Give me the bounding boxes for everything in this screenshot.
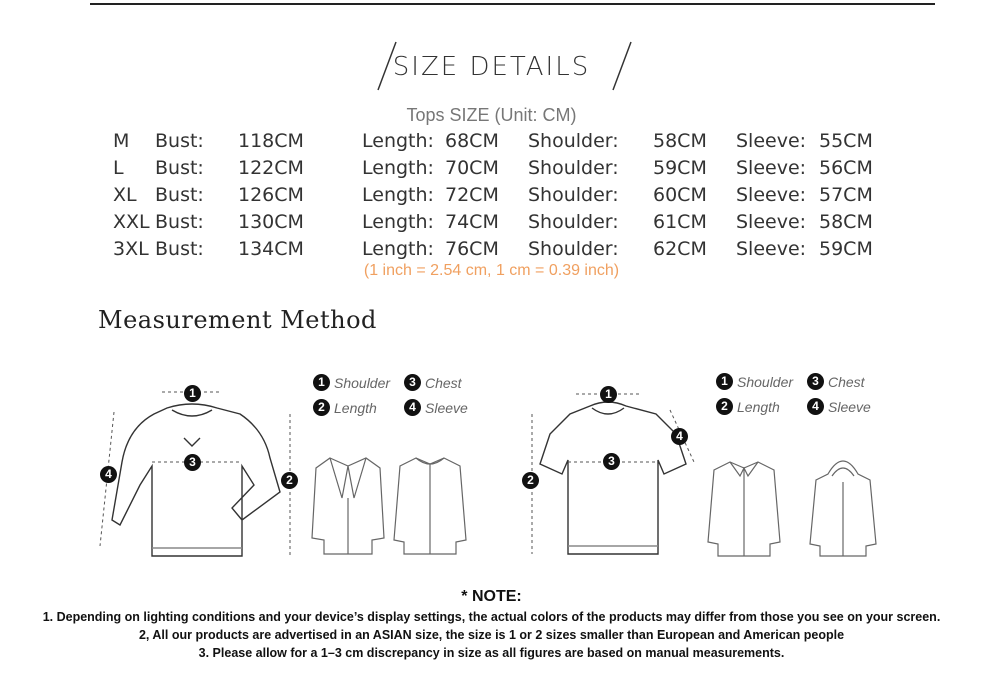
- length-marker-icon: 2: [281, 472, 298, 489]
- bust-label: Bust:: [155, 157, 204, 179]
- size-label: XXL: [113, 211, 150, 233]
- unit-conversion-note: (1 inch = 2.54 cm, 1 cm = 0.39 inch): [363, 262, 620, 279]
- sleeve-label: Sleeve:: [736, 211, 807, 233]
- size-label: L: [113, 157, 124, 179]
- shoulder-label: Shoulder:: [528, 184, 619, 206]
- note-heading: * NOTE:: [461, 588, 522, 605]
- note-line-2: 2, All our products are advertised in an…: [138, 628, 845, 642]
- number-1-icon: 1: [313, 374, 330, 391]
- right-slash-decoration: [612, 41, 632, 91]
- sleeve-value: 55CM: [819, 130, 873, 152]
- shoulder-value: 62CM: [653, 238, 707, 260]
- bust-label: Bust:: [155, 211, 204, 233]
- length-marker-icon: 2: [522, 472, 539, 489]
- zip-jacket-icon: [393, 457, 467, 555]
- number-4-icon: 4: [404, 399, 421, 416]
- measurement-method-heading: Measurement Method: [98, 306, 377, 334]
- legend-shoulder: Shoulder: [737, 373, 794, 390]
- length-value: 76CM: [445, 238, 499, 260]
- length-label: Length:: [362, 238, 434, 260]
- sleeve-value: 56CM: [819, 157, 873, 179]
- number-1-icon: 1: [716, 373, 733, 390]
- bust-value: 130CM: [238, 211, 304, 233]
- shirt-icon: [707, 461, 781, 557]
- title-block: SIZE DETAILS: [0, 38, 983, 98]
- sleeve-value: 58CM: [819, 211, 873, 233]
- chest-marker-icon: 3: [603, 453, 620, 470]
- bust-label: Bust:: [155, 130, 204, 152]
- hoodie-icon: [809, 460, 877, 557]
- length-label: Length:: [362, 184, 434, 206]
- note-line-3: 3. Please allow for a 1–3 cm discrepancy…: [198, 646, 785, 660]
- length-value: 74CM: [445, 211, 499, 233]
- sleeve-label: Sleeve:: [736, 157, 807, 179]
- bust-label: Bust:: [155, 238, 204, 260]
- bust-label: Bust:: [155, 184, 204, 206]
- sleeve-label: Sleeve:: [736, 130, 807, 152]
- number-3-icon: 3: [807, 373, 824, 390]
- size-label: XL: [113, 184, 137, 206]
- legend-chest: Chest: [828, 373, 865, 390]
- blazer-icon: [311, 457, 385, 555]
- legend-chest: Chest: [425, 374, 462, 391]
- sleeve-label: Sleeve:: [736, 238, 807, 260]
- sleeve-marker-icon: 4: [100, 466, 117, 483]
- number-3-icon: 3: [404, 374, 421, 391]
- sleeve-marker-icon: 4: [671, 428, 688, 445]
- shoulder-label: Shoulder:: [528, 130, 619, 152]
- size-label: 3XL: [113, 238, 149, 260]
- left-slash-decoration: [377, 41, 397, 91]
- sleeve-label: Sleeve:: [736, 184, 807, 206]
- shoulder-label: Shoulder:: [528, 238, 619, 260]
- shoulder-value: 58CM: [653, 130, 707, 152]
- sleeve-value: 57CM: [819, 184, 873, 206]
- legend-sleeve: Sleeve: [425, 399, 468, 416]
- bust-value: 122CM: [238, 157, 304, 179]
- bust-value: 118CM: [238, 130, 304, 152]
- legend-sleeve: Sleeve: [828, 398, 871, 415]
- shoulder-value: 59CM: [653, 157, 707, 179]
- shoulder-label: Shoulder:: [528, 157, 619, 179]
- page-title: SIZE DETAILS: [392, 52, 591, 82]
- bust-value: 134CM: [238, 238, 304, 260]
- sweater-measurement-diagram: [99, 391, 291, 557]
- note-line-1: 1. Depending on lighting conditions and …: [42, 610, 941, 624]
- shoulder-value: 61CM: [653, 211, 707, 233]
- length-label: Length:: [362, 157, 434, 179]
- table-subtitle: Tops SIZE (Unit: CM): [406, 105, 577, 125]
- number-4-icon: 4: [807, 398, 824, 415]
- size-label: M: [113, 130, 130, 152]
- shoulder-value: 60CM: [653, 184, 707, 206]
- number-2-icon: 2: [313, 399, 330, 416]
- shoulder-marker-icon: 1: [600, 386, 617, 403]
- top-divider: [90, 3, 935, 5]
- length-value: 68CM: [445, 130, 499, 152]
- shoulder-label: Shoulder:: [528, 211, 619, 233]
- chest-marker-icon: 3: [184, 454, 201, 471]
- length-value: 72CM: [445, 184, 499, 206]
- bust-value: 126CM: [238, 184, 304, 206]
- legend-length: Length: [334, 399, 377, 416]
- shoulder-marker-icon: 1: [184, 385, 201, 402]
- length-label: Length:: [362, 211, 434, 233]
- length-label: Length:: [362, 130, 434, 152]
- number-2-icon: 2: [716, 398, 733, 415]
- legend-length: Length: [737, 398, 780, 415]
- length-value: 70CM: [445, 157, 499, 179]
- sleeve-value: 59CM: [819, 238, 873, 260]
- legend-shoulder: Shoulder: [334, 374, 391, 391]
